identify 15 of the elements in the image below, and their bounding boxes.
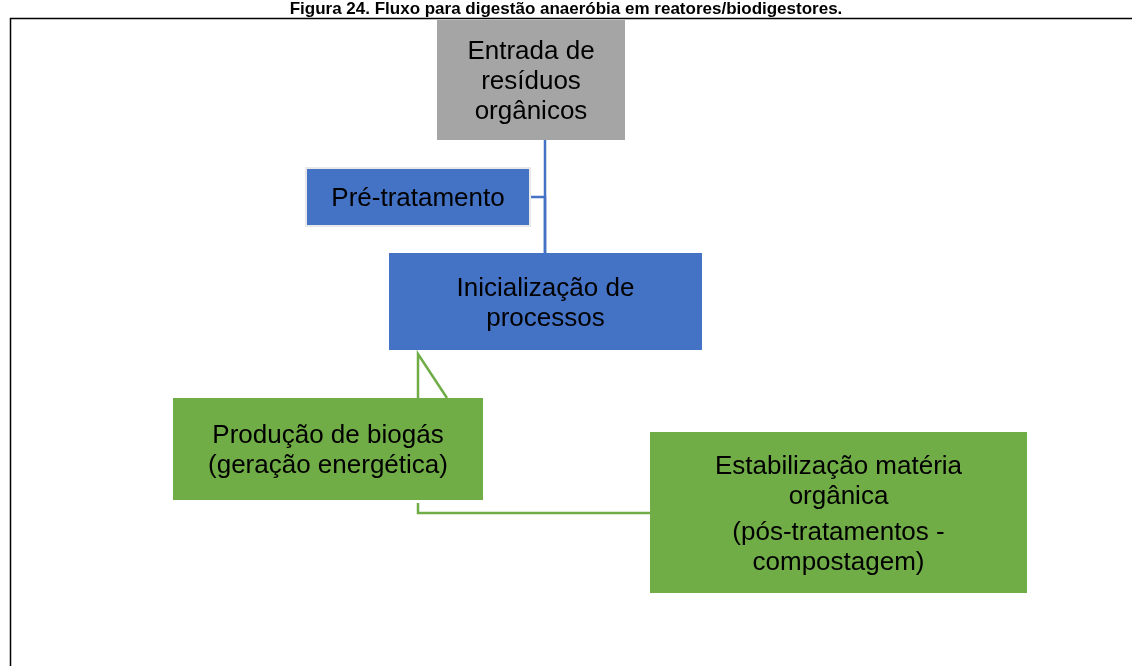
process-box	[173, 398, 483, 500]
connector-line	[531, 195, 547, 253]
box-text: Entrada de resíduos orgânicos	[466, 35, 596, 125]
box-text: (pós-tratamentos - compostagem)	[731, 515, 946, 576]
process-box	[305, 167, 531, 227]
connector-line	[416, 349, 449, 399]
box-text: Produção de biogás (geração energética)	[207, 419, 449, 479]
process-box	[650, 432, 1027, 593]
box-text: Estabilização matéria orgânica	[713, 449, 964, 510]
figure-title: Figura 24. Fluxo para digestão anaeróbia em reatores/biodigestores.	[288, 0, 844, 18]
process-box	[389, 253, 702, 350]
connector-line	[416, 503, 650, 515]
box-text: Pré-tratamento	[331, 182, 505, 212]
process-box	[437, 20, 625, 140]
box-text: Inicialização de processos	[455, 271, 636, 332]
